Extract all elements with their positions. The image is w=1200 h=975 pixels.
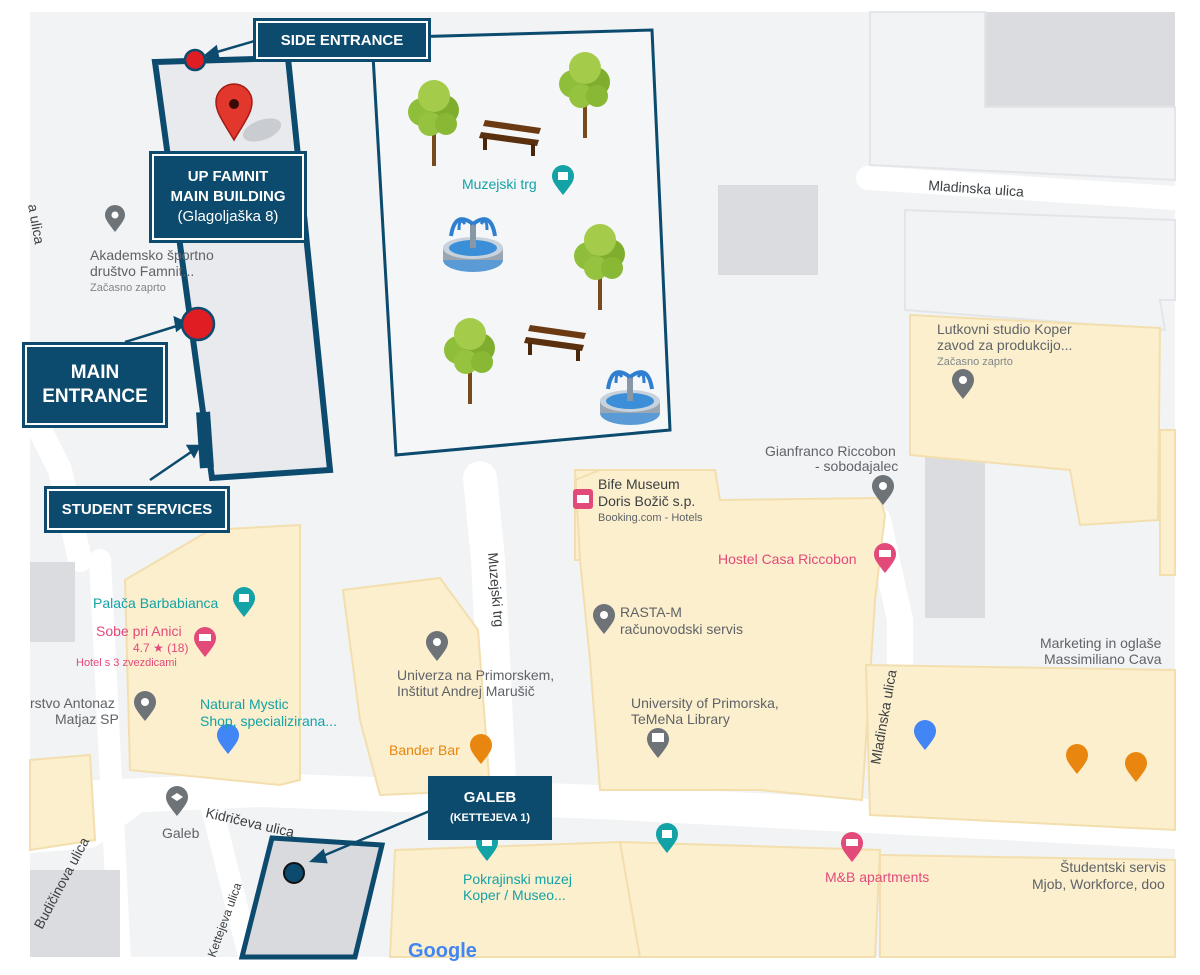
label-gianfranco-1: Gianfranco Riccobon [765,443,896,459]
label-studentski-2: Mjob, Workforce, doo [1032,876,1165,892]
main-entrance-marker[interactable] [180,306,216,342]
callout-student-services: STUDENT SERVICES [44,486,230,533]
galeb-building[interactable] [238,835,386,960]
natural-mystic-shop-icon[interactable] [217,724,239,754]
label-lutkovni-2: zavod za produkcijo... [937,337,1072,353]
label-lutkovni-3: Začasno zaprto [937,356,1013,368]
callout-side-entrance-text: SIDE ENTRANCE [280,31,404,49]
label-akademsko-3: Začasno zaprto [90,282,166,294]
callout-side-entrance: SIDE ENTRANCE [253,18,431,62]
restaurant-pin-icon-1[interactable] [1066,744,1088,774]
shop-pin-icon[interactable] [914,720,936,750]
galeb-entrance-marker[interactable] [283,862,305,884]
google-logo: Google [408,940,477,962]
label-bife-1: Bife Museum [598,476,680,492]
restaurant-pin-icon-2[interactable] [1125,752,1147,782]
callout-main-entrance-line1: MAIN [70,362,120,383]
label-sobe-3: Hotel s 3 zvezdicami [76,657,177,669]
blocks [869,11,1176,332]
label-univerza-2: Inštitut Andrej Marušič [397,683,535,699]
label-marketing-1: Marketing in oglaše [1040,635,1162,651]
callout-famnit-main-building: UP FAMNIT MAIN BUILDING (Glagoljaška 8) [149,151,307,243]
callout-famnit-line2: MAIN BUILDING [170,188,286,205]
poi-orange-pins[interactable] [470,734,1147,782]
callout-main-entrance-line2: ENTRANCE [42,386,148,407]
label-antonaz-1: rstvo Antonaz [30,695,115,711]
label-palaca: Palača Barbabianca [93,595,219,611]
label-mb: M&B apartments [825,869,929,885]
label-temena-2: TeMeNa Library [631,711,730,727]
label-antonaz-2: Matjaz SP [55,711,119,727]
callout-main-entrance: MAIN ENTRANCE [22,342,168,428]
label-akademsko-1: Akademsko športno [90,247,214,263]
callout-student-services-text: STUDENT SERVICES [61,501,213,518]
label-pokrajinski-1: Pokrajinski muzej [463,871,572,887]
callout-famnit-line3: (Glagoljaška 8) [177,208,279,225]
label-bander: Bander Bar [389,742,460,758]
callout-galeb-line2: (KETTEJEVA 1) [449,812,531,824]
side-entrance-marker[interactable] [183,48,207,72]
label-natural-2: Shop, specializirana... [200,713,337,729]
location-pin-icon[interactable] [215,83,284,146]
label-rasta-2: računovodski servis [620,621,743,637]
label-natural-1: Natural Mystic [200,696,289,712]
label-univerza-1: Univerza na Primorskem, [397,667,554,683]
student-services-door[interactable] [196,411,214,469]
label-akademsko-2: društvo Famnit... [90,263,194,279]
bander-bar-pin-icon[interactable] [470,734,492,764]
label-gianfranco-2: - sobodajalec [815,458,898,474]
label-marketing-2: Massimiliano Cava [1044,651,1162,667]
callout-galeb: GALEB (KETTEJEVA 1) [428,776,552,840]
gray-buildings [30,12,1175,957]
label-pokrajinski-2: Koper / Museo... [463,887,566,903]
label-galeb: Galeb [162,825,200,841]
label-lutkovni-1: Lutkovni studio Koper [937,321,1072,337]
label-sobe-2: 4.7 ★ (18) [133,641,188,655]
label-rasta-1: RASTA-M [620,604,682,620]
tourist-blocks [29,313,1176,958]
street-label-left-edge: a ulica [25,203,48,246]
street-label-mladinska-top: Mladinska ulica [928,177,1025,200]
label-bife-2: Doris Božič s.p. [598,493,695,509]
label-studentski-1: Študentski servis [1060,859,1166,875]
label-hostel: Hostel Casa Riccobon [718,551,857,567]
label-muzejski-trg: Muzejski trg [462,176,537,192]
label-bife-3: Booking.com - Hotels [598,512,703,524]
label-sobe-1: Sobe pri Anici [96,623,182,639]
callout-arrows [124,38,433,864]
callout-galeb-line1: GALEB [463,789,517,806]
label-temena-1: University of Primorska, [631,695,779,711]
street-label-muzejski: Muzejski trg [485,552,507,628]
callout-famnit-line1: UP FAMNIT [187,168,269,185]
poi-blue-pins[interactable] [217,720,936,754]
